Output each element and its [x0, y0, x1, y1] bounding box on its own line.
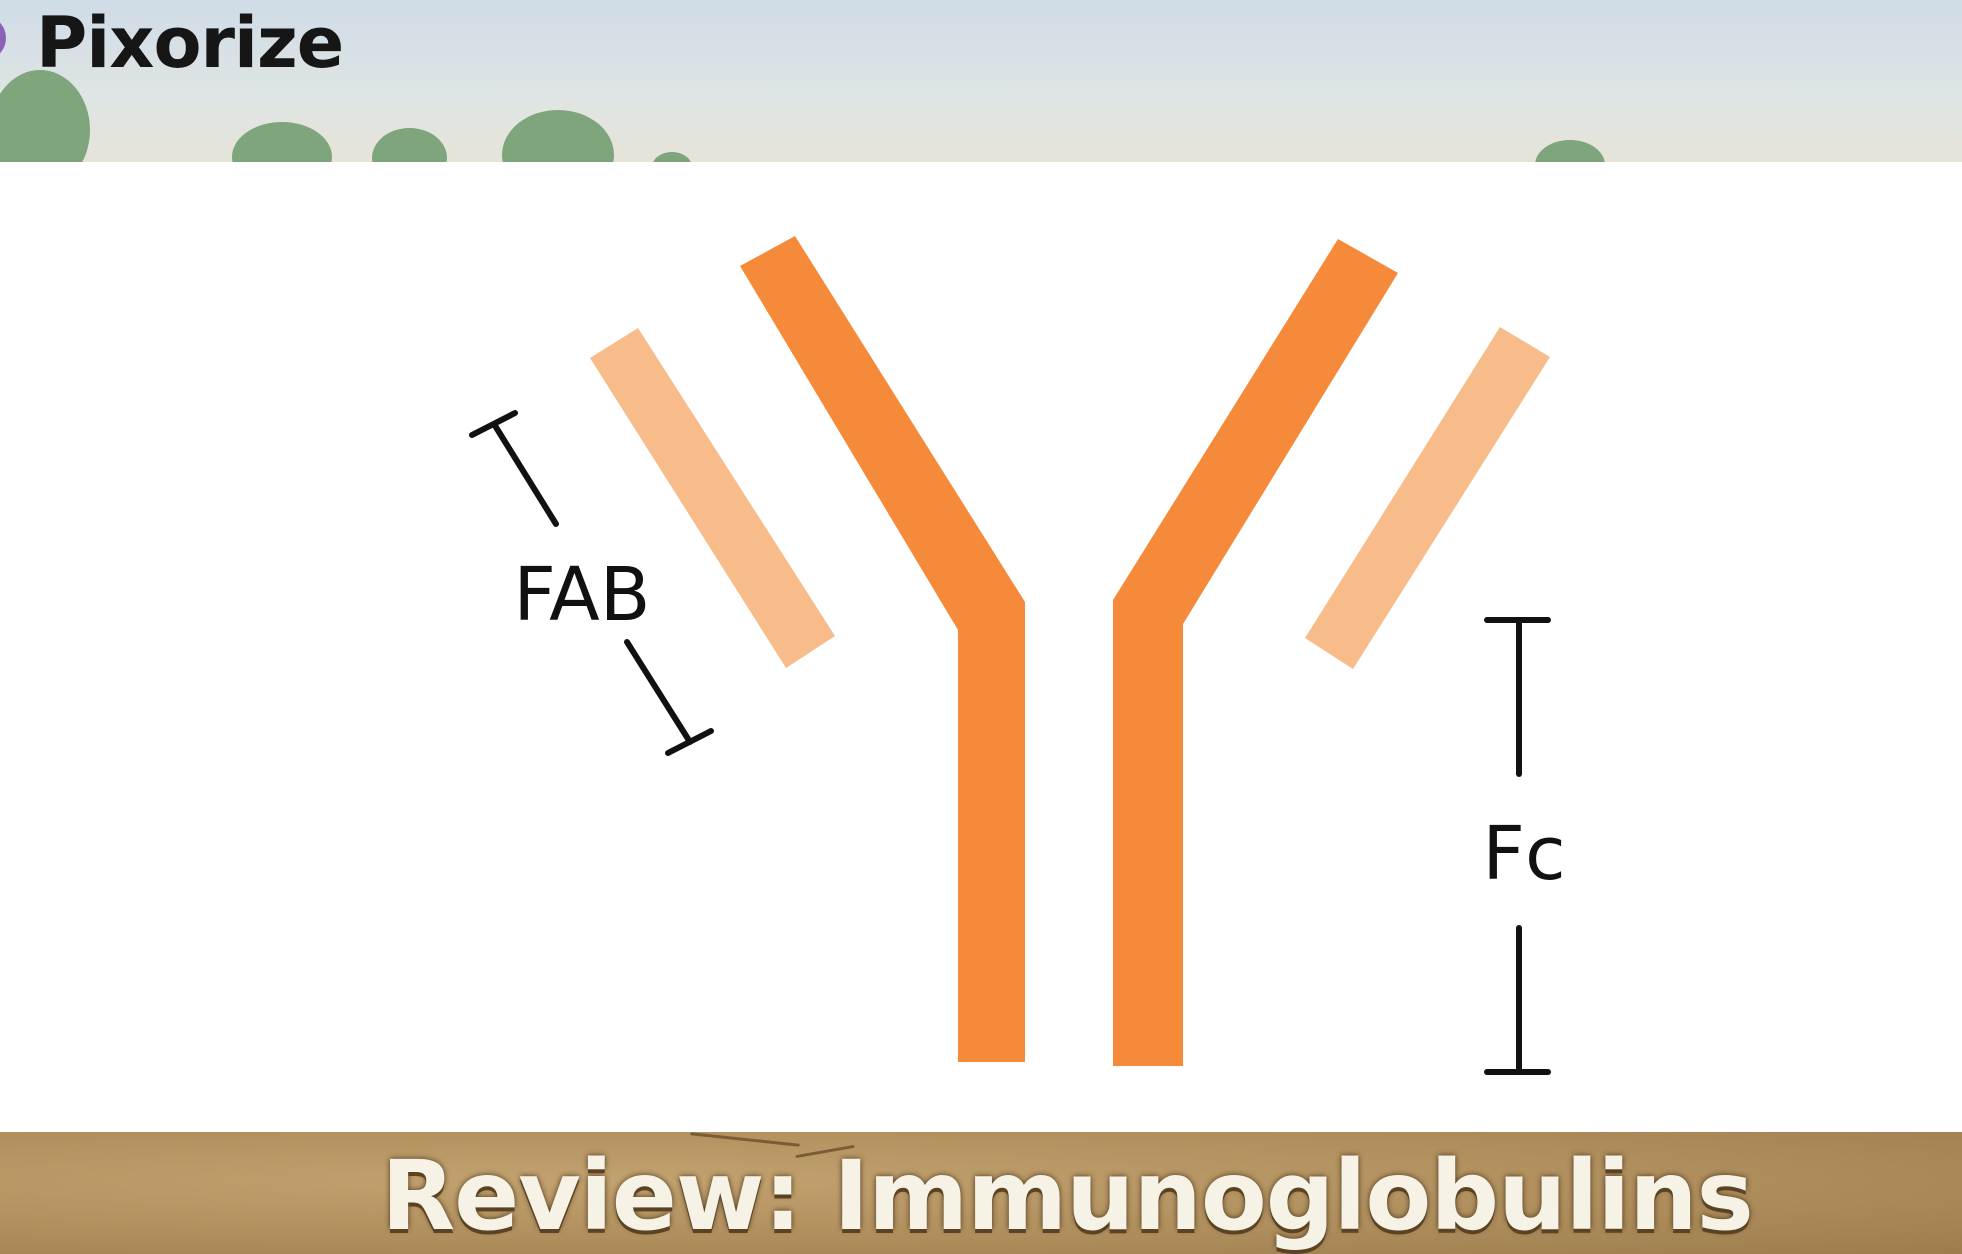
fab-bracket: [469, 410, 714, 756]
heavy-chain-left: [740, 236, 1025, 1062]
bush-decoration: [232, 122, 332, 162]
bush-decoration: [372, 128, 447, 162]
fab-label: FAB: [513, 552, 650, 638]
logo: Pixorize: [36, 2, 344, 84]
heavy-chain-right: [1113, 239, 1398, 1066]
fc-label: Fc: [1482, 811, 1565, 897]
bush-decoration: [502, 110, 614, 162]
footer-banner: [0, 1132, 1962, 1254]
light-chain-left: [590, 328, 835, 668]
antibody-diagram: FAB Fc: [469, 236, 1566, 1075]
header-banner: Pixorize: [0, 0, 1962, 162]
light-chain-right: [1305, 327, 1550, 669]
bush-decoration: [652, 152, 692, 162]
diagram-canvas: FAB Fc: [0, 162, 1962, 1132]
fc-bracket: [1484, 617, 1551, 1075]
logo-icon: [0, 18, 6, 58]
caption-title: Review: Immunoglobulins: [381, 1140, 1753, 1252]
bush-decoration: [1535, 140, 1605, 162]
